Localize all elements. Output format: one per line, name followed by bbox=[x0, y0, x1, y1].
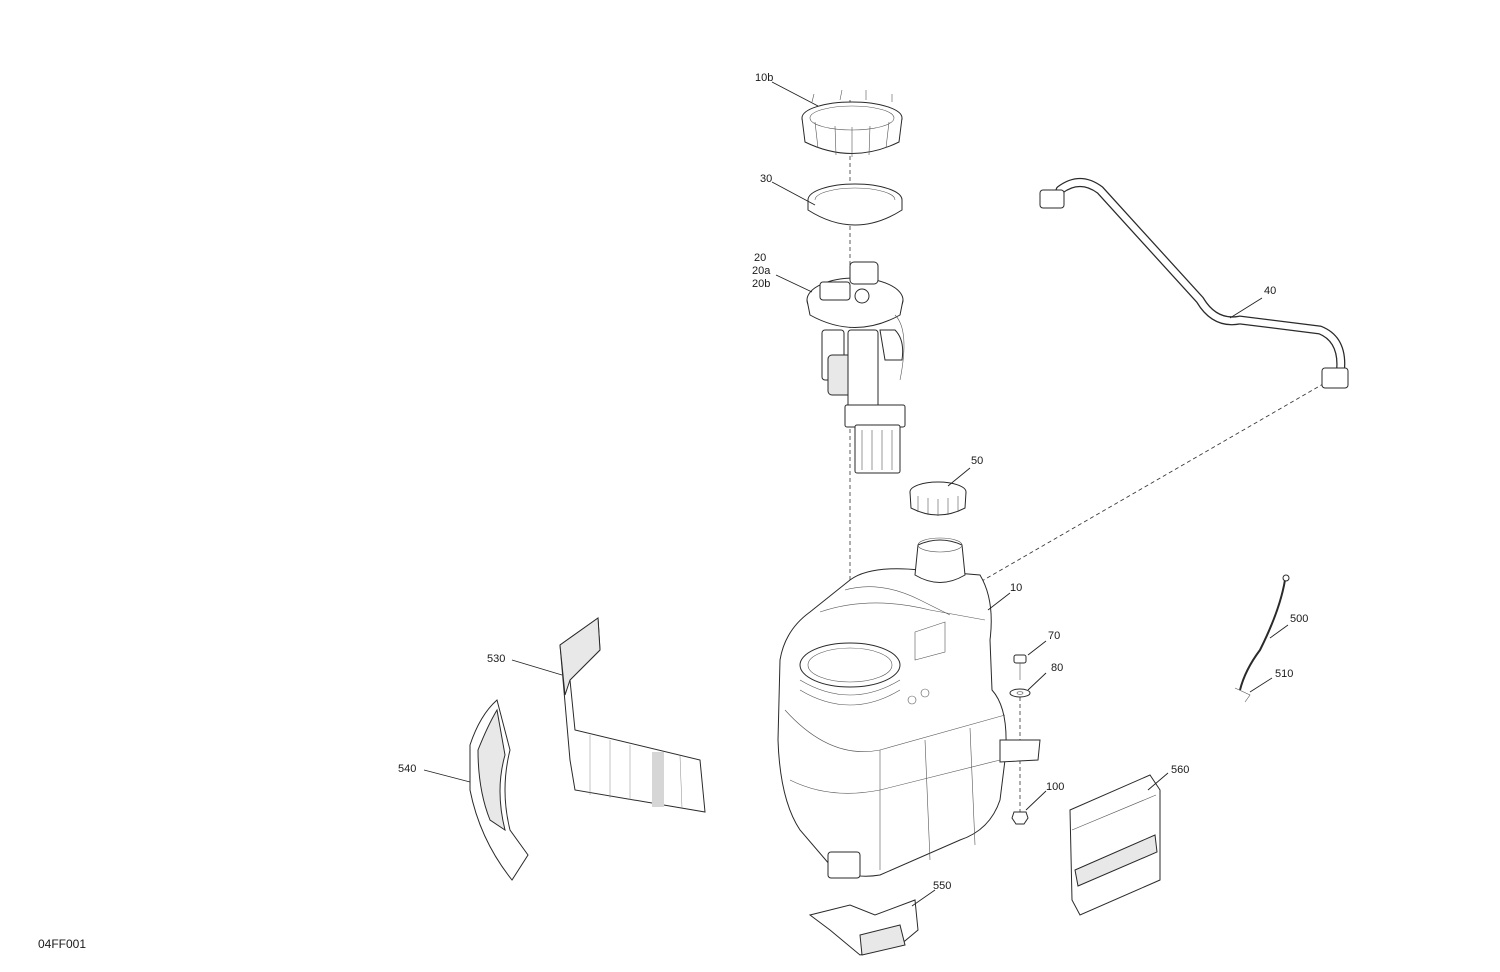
callout-10: 10 bbox=[1010, 582, 1022, 594]
callout-530: 530 bbox=[487, 653, 505, 665]
callout-labels: 10b 30 20 20a 20b 40 50 10 70 80 100 500… bbox=[398, 72, 1308, 892]
callout-500: 500 bbox=[1290, 613, 1308, 625]
part-seal-ring bbox=[807, 183, 903, 226]
part-fuel-pump-module bbox=[806, 261, 906, 474]
callout-10b: 10b bbox=[755, 72, 773, 84]
part-fuel-tank bbox=[777, 537, 1041, 879]
part-fuel-cap bbox=[909, 481, 967, 516]
part-sensor-wire bbox=[1239, 574, 1290, 691]
part-heat-shield-pad bbox=[1069, 774, 1161, 916]
part-vent-hose bbox=[1039, 178, 1349, 389]
callout-100: 100 bbox=[1046, 781, 1064, 793]
callout-30: 30 bbox=[760, 173, 772, 185]
part-nut bbox=[1011, 811, 1029, 825]
callout-20b: 20b bbox=[752, 278, 770, 290]
leader-lines bbox=[423, 81, 1289, 907]
callout-20a: 20a bbox=[752, 265, 771, 277]
callout-70: 70 bbox=[1048, 630, 1060, 642]
part-wire-clip bbox=[1234, 687, 1251, 703]
callout-550: 550 bbox=[933, 880, 951, 892]
part-locking-ring bbox=[801, 89, 903, 157]
part-heat-shield-small bbox=[808, 899, 919, 956]
part-heat-shield-curved bbox=[469, 699, 529, 881]
assembly-axes bbox=[849, 100, 1331, 815]
callout-560: 560 bbox=[1171, 764, 1189, 776]
callout-20: 20 bbox=[754, 252, 766, 264]
part-heat-shield-long bbox=[559, 617, 706, 813]
part-washer bbox=[1009, 688, 1031, 698]
part-bolt bbox=[1013, 654, 1027, 680]
callout-50: 50 bbox=[971, 455, 983, 467]
callout-80: 80 bbox=[1051, 662, 1063, 674]
diagram-reference-code: 04FF001 bbox=[38, 937, 86, 951]
callout-510: 510 bbox=[1275, 668, 1293, 680]
callout-540: 540 bbox=[398, 763, 416, 775]
callout-40: 40 bbox=[1264, 285, 1276, 297]
